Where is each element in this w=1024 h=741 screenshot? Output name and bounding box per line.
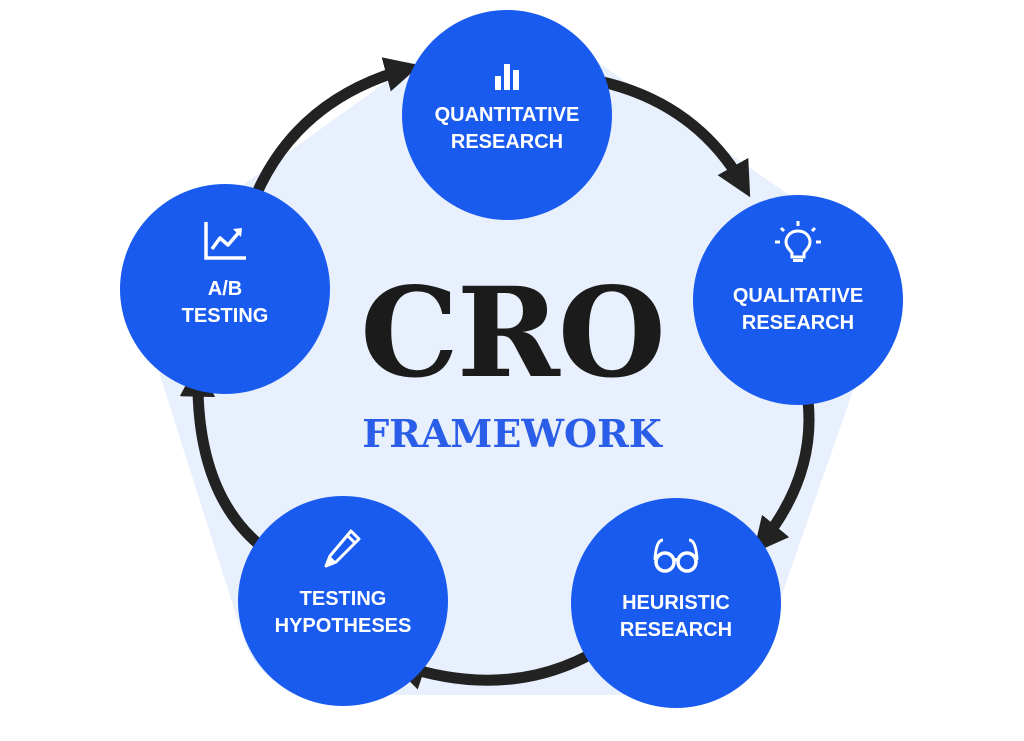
node-qualitative-research: QUALITATIVE RESEARCH <box>693 195 903 405</box>
node-label: QUANTITATIVE RESEARCH <box>412 102 602 156</box>
node-quantitative-research: QUANTITATIVE RESEARCH <box>402 10 612 220</box>
node-label-line1: HEURISTIC <box>622 592 730 614</box>
lightbulb-icon <box>775 221 821 262</box>
node-label: QUALITATIVE RESEARCH <box>703 283 893 337</box>
center-subtitle: FRAMEWORK <box>362 411 662 456</box>
node-label-line2: RESEARCH <box>741 312 855 334</box>
node-label-line1: A/B <box>207 278 243 300</box>
node-label-line2: HYPOTHESES <box>274 615 412 637</box>
bar-chart-icon <box>495 64 519 90</box>
node-label-line2: RESEARCH <box>619 619 733 641</box>
node-label-line2: RESEARCH <box>450 131 564 153</box>
node-label-line1: TESTING <box>299 588 387 610</box>
node-label-line2: TESTING <box>181 305 269 327</box>
node-label-line1: QUANTITATIVE <box>434 104 580 126</box>
glasses-icon <box>653 538 699 573</box>
node-label: TESTING HYPOTHESES <box>248 586 438 640</box>
center-title: CRO <box>360 261 666 406</box>
node-testing-hypotheses: TESTING HYPOTHESES <box>238 496 448 706</box>
pencil-icon <box>324 529 361 568</box>
arrow-hypotheses-to-ab <box>179 361 274 558</box>
node-ab-testing: A/B TESTING <box>120 184 330 394</box>
node-heuristic-research: HEURISTIC RESEARCH <box>571 498 781 708</box>
trend-chart-icon <box>204 222 246 260</box>
arrow-ab-to-quantitative <box>244 57 421 212</box>
node-label: HEURISTIC RESEARCH <box>581 590 771 644</box>
node-label-line1: QUALITATIVE <box>732 285 864 307</box>
node-label: A/B TESTING <box>130 276 320 330</box>
